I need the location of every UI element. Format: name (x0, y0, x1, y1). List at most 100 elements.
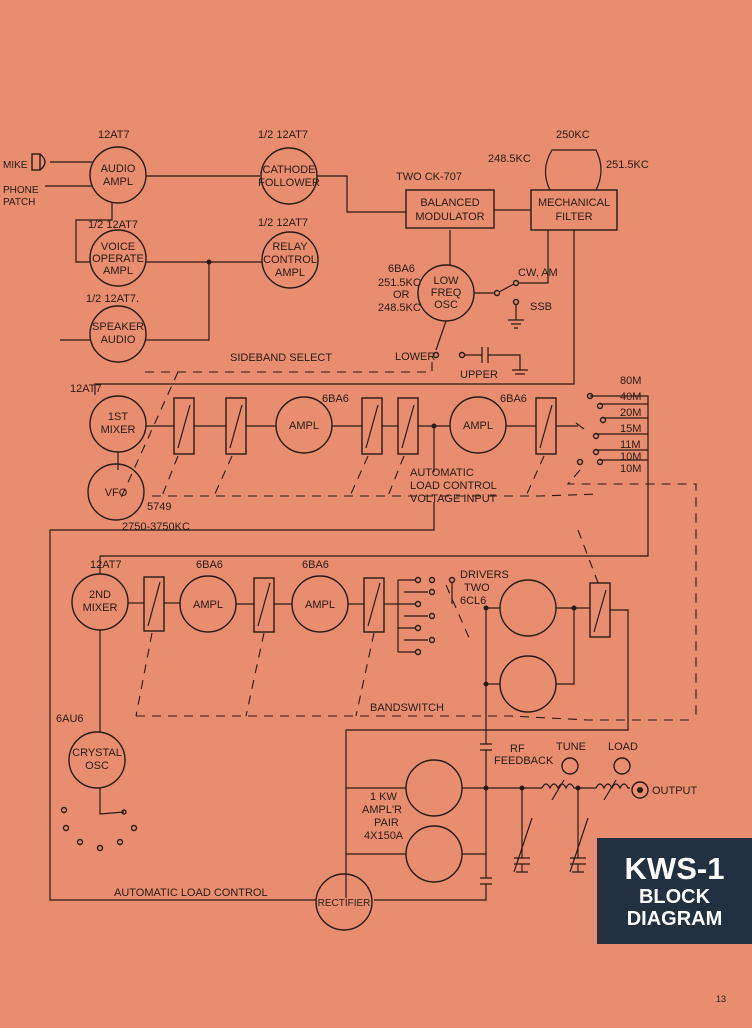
voice-operate-label-3: AMPL (103, 265, 133, 277)
tuned-circuit (363, 577, 385, 633)
audio-ampl-label-1: AUDIO (101, 163, 136, 175)
cathode-follower-block (260, 147, 318, 205)
low-freq-osc-tube: 6BA6 (388, 263, 415, 275)
bandswitch-label: BANDSWITCH (370, 702, 444, 714)
drivers-label-1: DRIVERS (460, 569, 509, 581)
load-label: LOAD (608, 741, 638, 753)
alc-input-label-1: AUTOMATIC (410, 467, 474, 479)
phone-patch-label-2: PATCH (3, 197, 35, 208)
crystal-osc-block (68, 731, 126, 789)
cw-am-label: CW, AM (518, 267, 558, 279)
title-box: KWS-1 BLOCK DIAGRAM (597, 838, 752, 944)
tuned-circuit (225, 397, 247, 455)
first-mixer-label-1: 1ST (108, 411, 128, 423)
speaker-audio-tube: 1/2 12AT7. (86, 293, 139, 305)
ampl-1-tube: 6BA6 (322, 393, 349, 405)
voice-operate-block (89, 229, 147, 287)
first-mixer-tube: 12AT7 (70, 383, 102, 395)
power-amp-label-3: PAIR (374, 817, 399, 829)
tuned-circuit (361, 397, 383, 455)
tuned-circuit (173, 397, 195, 455)
voice-operate-tube: 1/2 12AT7 (88, 219, 138, 231)
audio-ampl-block (89, 146, 147, 204)
microphone-icon (31, 153, 46, 171)
cathode-follower-label-1: CATHODE (263, 164, 316, 176)
band-label-3: 20M (620, 407, 641, 419)
tuned-circuit (535, 397, 557, 455)
low-freq-osc-label-2: FREQ (431, 287, 462, 299)
relay-control-label-3: AMPL (275, 267, 305, 279)
ampl-3-label: AMPL (193, 599, 223, 611)
relay-control-block (261, 231, 319, 289)
ampl-4-tube: 6BA6 (302, 559, 329, 571)
balanced-modulator-label-1: BALANCED (420, 197, 479, 209)
low-freq-osc-label-3: OSC (434, 299, 458, 311)
filter-lower-freq-label: 248.5KC (488, 153, 531, 165)
title-line-3: DIAGRAM (626, 908, 723, 930)
crystal-osc-tube: 6AU6 (56, 713, 84, 725)
mechanical-filter-label-2: FILTER (555, 211, 592, 223)
rectifier-block (315, 873, 373, 931)
page-number: 13 (716, 994, 727, 1004)
ampl-2-tube: 6BA6 (500, 393, 527, 405)
tune-label: TUNE (556, 741, 586, 753)
low-freq-osc-freq-2: 248.5KC (378, 302, 421, 314)
alc-bottom-label: AUTOMATIC LOAD CONTROL (114, 887, 268, 899)
mechanical-filter-label-1: MECHANICAL (538, 197, 610, 209)
mike-label: MIKE (3, 160, 28, 171)
vfo-tube: 5749 (147, 501, 171, 513)
filter-upper-freq-label: 251.5KC (606, 159, 649, 171)
tuned-circuit (143, 576, 165, 632)
tune-meter-icon (561, 757, 579, 775)
vfo-range: 2750-3750KC (122, 521, 190, 533)
filter-center-freq-label: 250KC (556, 129, 590, 141)
voice-operate-label-2: OPERATE (92, 253, 144, 265)
ampl-1-block (275, 396, 333, 454)
crystal-osc-label-2: OSC (85, 760, 109, 772)
ampl-2-label: AMPL (463, 420, 493, 432)
output-label: OUTPUT (652, 785, 698, 797)
relay-control-label-1: RELAY (272, 241, 308, 253)
relay-control-tube: 1/2 12AT7 (258, 217, 308, 229)
band-label-2: 40M (620, 391, 641, 403)
tuned-circuit (397, 397, 419, 455)
relay-control-label-2: CONTROL (263, 254, 317, 266)
output-connector-icon (631, 781, 649, 799)
title-line-2: BLOCK (638, 886, 711, 908)
speaker-audio-label-1: SPEAKER (92, 321, 144, 333)
cathode-follower-tube: 1/2 12AT7 (258, 129, 308, 141)
title-line-1: KWS-1 (624, 851, 725, 886)
rectifier-label: RECTIFIER (318, 898, 371, 909)
band-label-7: 10M (620, 463, 641, 475)
power-amp-label-2: AMPL'R (362, 804, 402, 816)
power-amp-label-4: 4X150A (364, 830, 404, 842)
speaker-audio-label-2: AUDIO (101, 334, 136, 346)
low-freq-osc-freq-1: 251.5KC (378, 277, 421, 289)
mechanical-filter-block (530, 189, 618, 231)
crystal-osc-label-1: CRYSTAL (72, 747, 122, 759)
lower-label: LOWER (395, 351, 435, 363)
driver-tube-1 (499, 579, 557, 637)
first-mixer-label-2: MIXER (101, 424, 136, 436)
ampl-1-label: AMPL (289, 420, 319, 432)
voice-operate-label-1: VOICE (101, 241, 135, 253)
second-mixer-label-1: 2ND (89, 589, 111, 601)
second-mixer-tube: 12AT7 (90, 559, 122, 571)
audio-ampl-tube: 12AT7 (98, 129, 130, 141)
tuned-circuit (589, 582, 611, 638)
band-label-1: 80M (620, 375, 641, 387)
low-freq-osc-label-1: LOW (433, 275, 459, 287)
balanced-modulator-block (405, 189, 495, 229)
balanced-modulator-label-2: MODULATOR (415, 211, 484, 223)
power-tube-2 (405, 825, 463, 883)
drivers-label-3: 6CL6 (460, 595, 486, 607)
vfo-label: VFO (105, 487, 128, 499)
load-meter-icon (613, 757, 631, 775)
ampl-4-label: AMPL (305, 599, 335, 611)
cathode-follower-label-2: FOLLOWER (258, 177, 320, 189)
speaker-audio-block (89, 305, 147, 363)
tuned-circuit (253, 577, 275, 633)
rf-feedback-label-2: FEEDBACK (494, 755, 554, 767)
audio-ampl-label-2: AMPL (103, 176, 133, 188)
